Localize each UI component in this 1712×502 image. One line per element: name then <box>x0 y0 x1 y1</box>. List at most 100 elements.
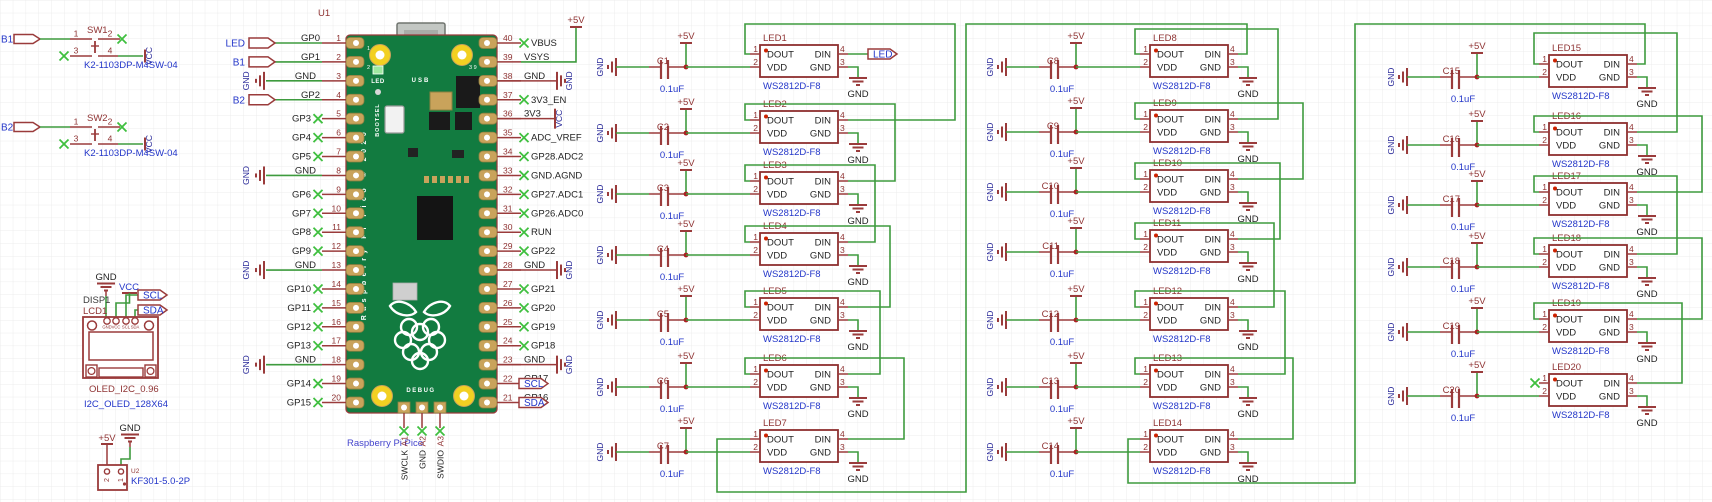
gnd-symbol[interactable] <box>1239 202 1257 211</box>
gnd-symbol[interactable] <box>1638 277 1656 286</box>
gnd-symbol[interactable] <box>849 265 867 274</box>
led-body[interactable] <box>759 232 839 266</box>
wire[interactable] <box>848 254 859 266</box>
chain-wire[interactable] <box>1134 102 1304 180</box>
chain-wire[interactable] <box>744 357 905 440</box>
chain-wire[interactable] <box>1127 23 1646 484</box>
net-flag-shape[interactable] <box>867 48 899 60</box>
gnd-symbol[interactable] <box>849 77 867 86</box>
gnd-symbol[interactable] <box>255 261 265 280</box>
led-body[interactable] <box>1548 244 1628 278</box>
wire[interactable] <box>521 27 577 63</box>
plus5v-symbol[interactable]: +5V <box>677 351 695 364</box>
gnd-symbol[interactable] <box>556 261 566 280</box>
chain-wire[interactable] <box>1533 115 1703 193</box>
wire[interactable] <box>848 66 859 78</box>
oled-pin[interactable] <box>112 317 120 325</box>
plus5v-symbol[interactable]: +5V <box>1067 31 1085 44</box>
plus5v-symbol[interactable]: +5V <box>1067 96 1085 109</box>
led-body[interactable] <box>759 110 839 144</box>
gnd-symbol[interactable] <box>1239 262 1257 271</box>
gnd-symbol[interactable] <box>1638 215 1656 224</box>
plus5v-symbol[interactable]: +5V <box>677 158 695 171</box>
wire[interactable] <box>848 132 859 144</box>
net-flag-shape[interactable] <box>137 289 169 301</box>
wire[interactable] <box>1238 451 1249 463</box>
led-body[interactable] <box>1149 297 1229 331</box>
chain-wire[interactable] <box>744 290 881 375</box>
chain-wire[interactable] <box>1134 222 1275 308</box>
net-flag-shape[interactable] <box>248 37 277 49</box>
plus5v-symbol[interactable]: +5V <box>677 284 695 297</box>
plus5v-symbol[interactable]: +5V <box>1067 216 1085 229</box>
led-body[interactable] <box>1149 169 1229 203</box>
wire[interactable] <box>1238 191 1249 203</box>
led-body[interactable] <box>1149 109 1229 143</box>
oled-pin[interactable] <box>122 317 130 325</box>
plus5v-symbol[interactable]: +5V <box>1468 360 1486 373</box>
chain-wire[interactable] <box>1533 302 1683 384</box>
gnd-symbol[interactable] <box>1239 397 1257 406</box>
net-flag[interactable]: SCL <box>518 377 550 391</box>
plus5v-symbol[interactable]: +5V <box>1468 109 1486 122</box>
chain-wire[interactable] <box>744 103 896 182</box>
plus5v-symbol[interactable]: +5V <box>567 15 585 28</box>
led-body[interactable] <box>759 171 839 205</box>
net-flag-label[interactable]: B1 <box>1 35 14 46</box>
gnd-symbol[interactable] <box>255 166 265 185</box>
wire[interactable] <box>1637 331 1648 343</box>
net-flag-shape[interactable] <box>248 56 277 68</box>
gnd-symbol[interactable] <box>1638 342 1656 351</box>
net-flag-label[interactable]: B2 <box>1 123 14 134</box>
plus5v-symbol[interactable]: +5V <box>677 219 695 232</box>
plus5v-symbol[interactable]: +5V <box>1468 296 1486 309</box>
wire[interactable] <box>1637 395 1648 407</box>
plus5v-symbol[interactable]: +5V <box>1468 41 1486 54</box>
gnd-symbol[interactable] <box>1638 155 1656 164</box>
led-body[interactable] <box>1548 54 1628 88</box>
oled-pin[interactable] <box>131 317 139 325</box>
gnd-symbol[interactable] <box>849 462 867 471</box>
led-net-flag[interactable]: LED <box>848 48 899 61</box>
gnd-symbol[interactable] <box>1638 87 1656 96</box>
gnd-symbol[interactable] <box>1239 142 1257 151</box>
led-body[interactable] <box>1149 44 1229 78</box>
gnd-symbol[interactable] <box>849 330 867 339</box>
